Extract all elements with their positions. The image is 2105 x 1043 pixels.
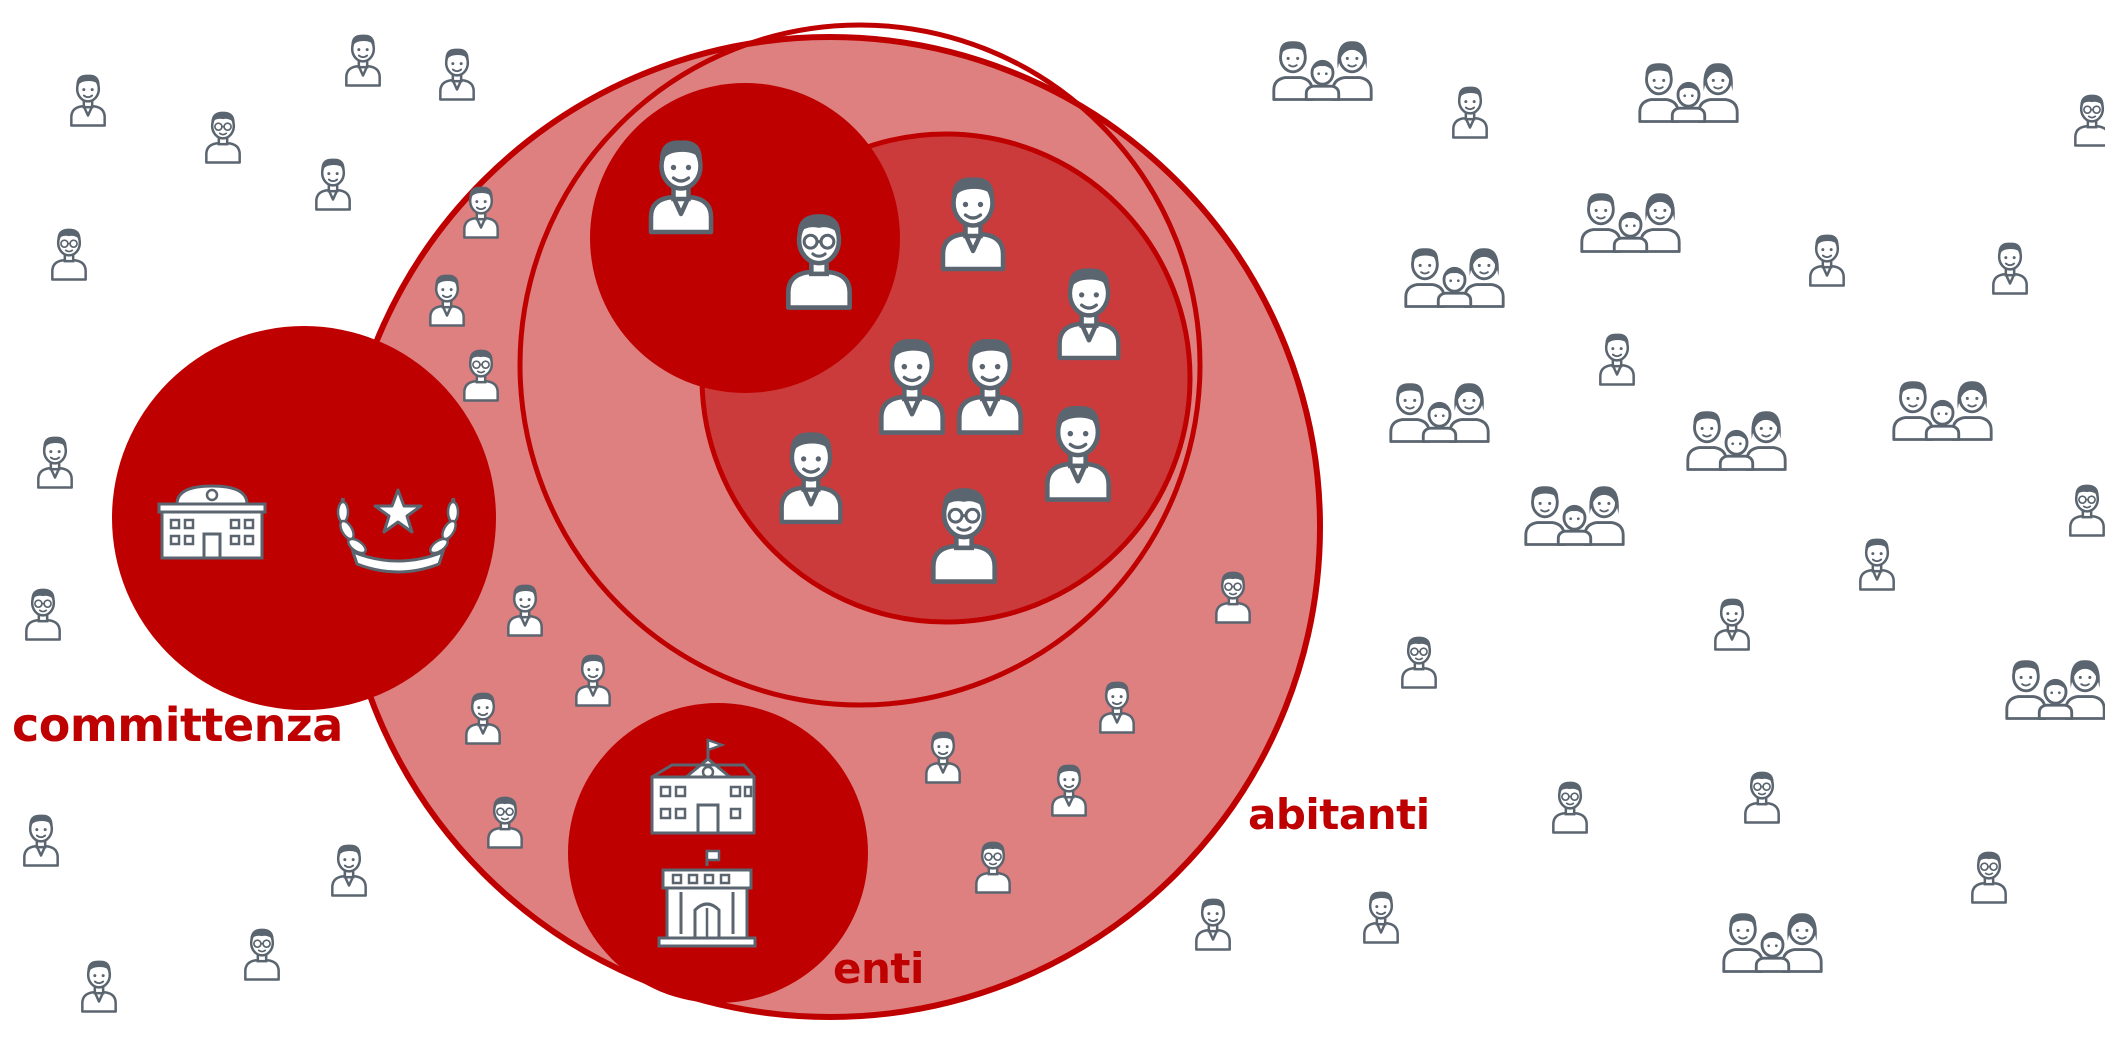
- person-icon: [1859, 537, 1895, 591]
- person-icon: [1992, 241, 2028, 295]
- person-icon: [70, 73, 106, 127]
- family-icon: [1272, 39, 1373, 101]
- family-icon: [2005, 658, 2105, 720]
- person-icon: [2069, 483, 2105, 537]
- person-icon: [244, 927, 280, 981]
- person-icon: [1552, 780, 1588, 834]
- abitanti-label: abitanti: [1248, 790, 1430, 839]
- person-icon: [1363, 890, 1399, 944]
- person-icon: [205, 110, 241, 164]
- person-icon: [1452, 85, 1488, 139]
- family-icon: [1686, 409, 1787, 471]
- family-icon: [1892, 379, 1993, 441]
- representatives-circle: [590, 83, 900, 393]
- committenza-label: committenza: [12, 698, 343, 752]
- enti-label: enti: [833, 944, 924, 993]
- person-icon: [1809, 233, 1845, 287]
- person-icon: [2074, 93, 2105, 147]
- person-icon: [315, 157, 351, 211]
- person-icon: [1971, 850, 2007, 904]
- person-icon: [345, 33, 381, 87]
- person-icon: [331, 843, 367, 897]
- person-icon: [1195, 897, 1231, 951]
- person-icon: [1599, 332, 1635, 386]
- family-icon: [1389, 381, 1490, 443]
- person-icon: [23, 813, 59, 867]
- person-icon: [25, 587, 61, 641]
- family-icon: [1638, 61, 1739, 123]
- person-icon: [81, 959, 117, 1013]
- family-icon: [1404, 246, 1505, 308]
- person-icon: [37, 435, 73, 489]
- person-icon: [1401, 635, 1437, 689]
- family-icon: [1580, 191, 1681, 253]
- committenza-circle: [112, 326, 496, 710]
- family-icon: [1722, 911, 1823, 973]
- person-icon: [1714, 597, 1750, 651]
- community-circle: [517, 22, 1203, 708]
- person-icon: [1744, 770, 1780, 824]
- person-icon: [439, 47, 475, 101]
- family-icon: [1524, 484, 1625, 546]
- person-icon: [51, 227, 87, 281]
